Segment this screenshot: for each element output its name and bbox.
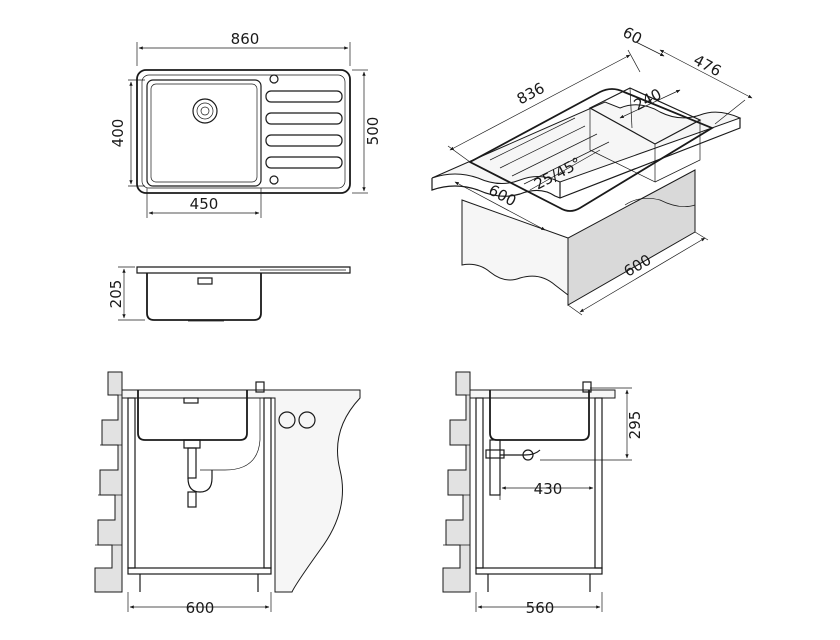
dim-line-836 [449,54,631,151]
overflow-hose [200,398,261,471]
bowl-inner [150,83,258,183]
side-bowl [489,390,590,441]
countertop-section [121,389,361,593]
side-countertop [469,389,616,399]
wall-outlet-left-icon [278,411,296,429]
dim-iso-depth: 476 [690,51,724,80]
cabinet-plinth [127,567,272,575]
bowl-outline [146,79,262,187]
drain-strainer-icon [192,98,218,124]
iso-cabinet-side [567,169,696,306]
dim-line-600-cabinet [579,237,706,313]
dim-iso-length: 836 [514,79,548,108]
dim-bowl-depth: 400 [109,119,127,148]
drainboard-ribs [265,90,343,169]
cabinet-left-wall [127,397,136,569]
sink-outline [136,69,351,194]
cabinet-right-wall [263,397,272,569]
dim-side-outlet-distance: 430 [534,480,563,498]
side-brick-wall [442,371,471,593]
dim-line-600-front [454,181,546,231]
tap-icon [255,381,265,393]
dim-overall-width: 860 [231,30,260,48]
dim-bowl-width: 450 [190,195,219,213]
sink-rim [141,74,346,189]
sink-top-flange [136,266,351,274]
dim-overall-depth: 500 [364,117,382,146]
overflow-icon [269,175,279,185]
side-installation-view: 295 430 560 [442,371,644,617]
dim-line-476 [659,49,753,99]
top-view: 860 400 500 450 [109,30,382,218]
wall-outlet-right-icon [298,411,316,429]
front-installation-view: 600 [94,371,361,617]
siphon-trap-icon [183,439,213,508]
side-view: 205 [107,266,351,322]
dim-line-240 [619,89,681,119]
dim-front-cabinet-width: 600 [186,599,215,617]
tap-hole-icon [269,74,279,84]
side-siphon-icon [485,439,541,496]
bowl-profile [146,273,262,321]
dim-bowl-height: 205 [107,280,125,309]
dim-side-bowl-depth: 295 [626,411,644,440]
overflow-slot-icon [197,277,213,285]
brick-wall [94,371,123,593]
dim-side-cabinet-depth: 560 [526,599,555,617]
isometric-view: 836 600 60 476 240 25/45° 600 [431,23,753,316]
